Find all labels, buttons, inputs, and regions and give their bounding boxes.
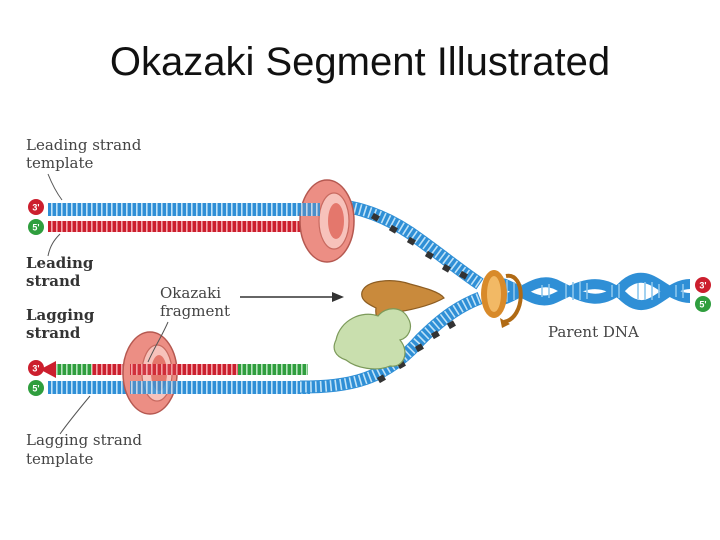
svg-text:5': 5' <box>32 384 39 394</box>
lagging-template-strand <box>48 381 310 394</box>
svg-text:5': 5' <box>699 300 706 310</box>
helicase <box>481 270 523 328</box>
leading-new-strand <box>48 221 328 232</box>
leading-5prime-marker: 5' <box>28 219 44 235</box>
label-leading-strand-template-1: Leading strand <box>26 136 142 154</box>
label-parent-dna: Parent DNA <box>548 323 639 341</box>
svg-text:3': 3' <box>699 281 706 291</box>
label-lagging-strand-template-1: Lagging strand <box>26 431 142 449</box>
lagging-3prime-marker: 3' <box>28 360 44 376</box>
svg-text:3': 3' <box>32 203 39 213</box>
svg-text:5': 5' <box>32 223 39 233</box>
parent-3prime-marker: 3' <box>695 277 711 293</box>
lagging-strand-arrowhead <box>40 361 56 378</box>
parent-5prime-marker: 5' <box>695 296 711 312</box>
lagging-polymerase-complex <box>333 308 412 370</box>
lagging-5prime-marker: 5' <box>28 380 44 396</box>
slide-title: Okazaki Segment Illustrated <box>109 40 611 84</box>
svg-text:3': 3' <box>32 364 39 374</box>
label-okazaki-fragment-2: fragment <box>160 302 230 320</box>
pointer-leading-template <box>47 173 63 201</box>
pointer-leading-strand <box>47 233 61 257</box>
label-leading-strand-template-2: template <box>26 154 93 172</box>
ssb-proteins <box>370 212 468 384</box>
primase <box>361 280 445 322</box>
label-lagging-strand-2: strand <box>26 324 81 342</box>
leading-3prime-marker: 3' <box>28 199 44 215</box>
pointer-lagging-template <box>59 395 91 435</box>
label-okazaki-fragment-1: Okazaki <box>160 284 221 302</box>
label-lagging-strand-1: Lagging <box>26 306 95 324</box>
label-lagging-strand-template-2: template <box>26 450 93 468</box>
label-leading-strand-1: Leading <box>26 254 94 272</box>
leading-template-strand <box>48 203 310 216</box>
okazaki-fragment-green <box>238 364 308 375</box>
label-leading-strand-2: strand <box>26 272 81 290</box>
pointer-okazaki-fragment <box>147 321 169 363</box>
leading-polymerase-ring <box>299 179 355 263</box>
